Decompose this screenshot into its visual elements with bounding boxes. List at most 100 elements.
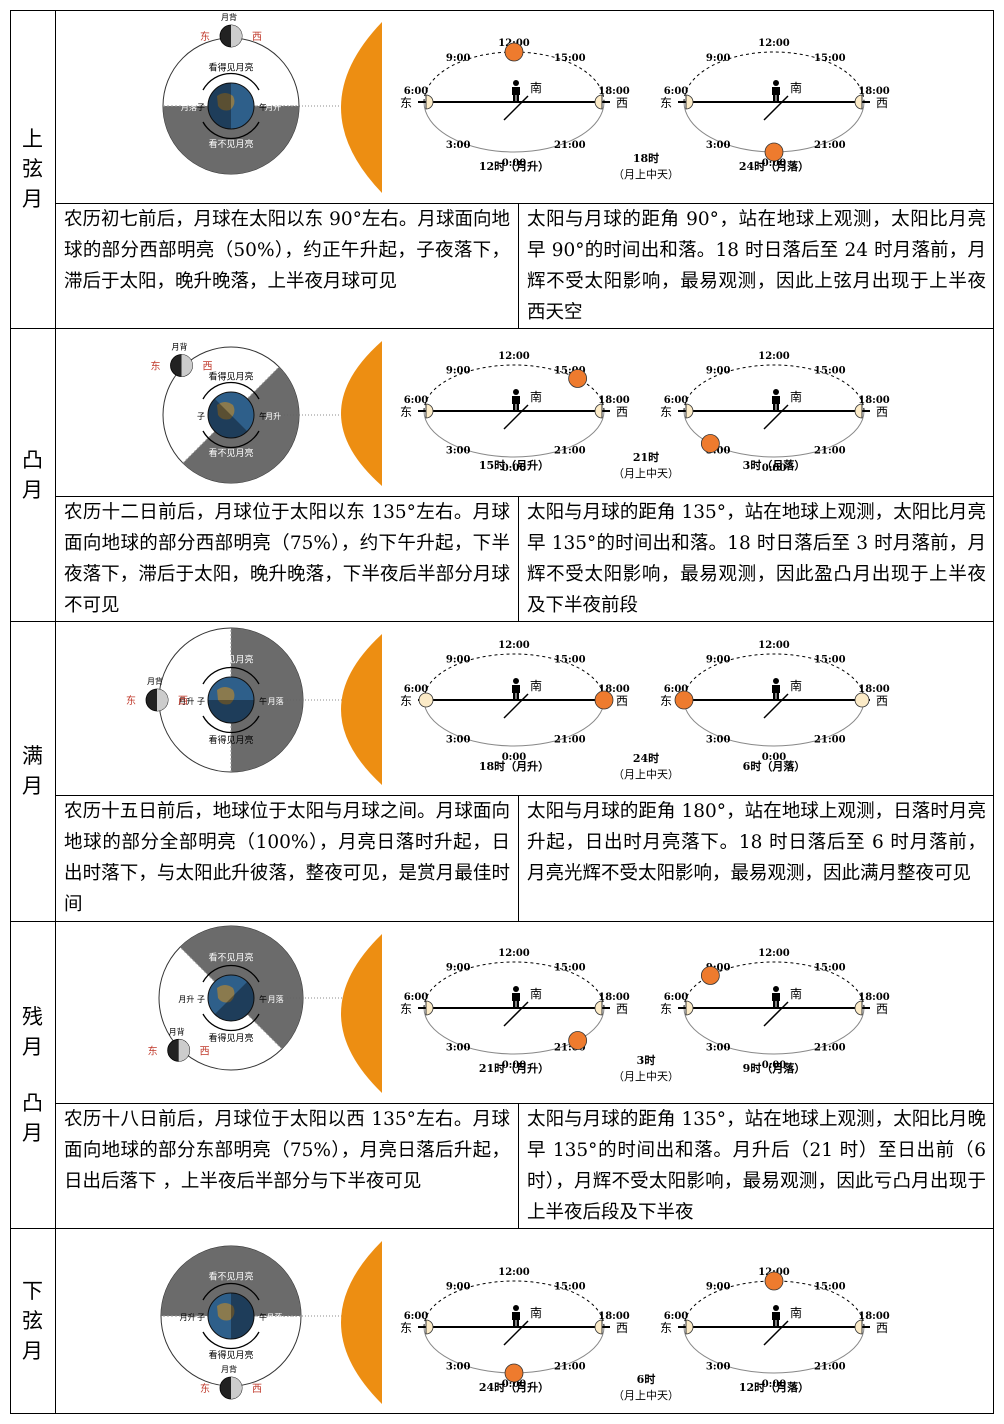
moon-back-label: 月背 (221, 1364, 237, 1374)
visibility-label: 看得见月亮 (208, 1349, 253, 1361)
sky-arc-day (683, 364, 865, 412)
half-moon-marker (425, 94, 434, 110)
time-label: 21:00 (814, 734, 846, 745)
phase-description-right: 太阳与月球的距角 90°，站在地球上观测，太阳比月亮早 90°的时间出和落。18… (527, 209, 986, 323)
observer-leg (516, 404, 519, 411)
visibility-label: 看得见月亮 (208, 1032, 253, 1044)
north-arrow (763, 1320, 789, 1346)
observer-head (513, 986, 519, 992)
time-label: 18:00 (858, 684, 890, 695)
moon-position-marker (568, 369, 588, 388)
observer-leg (773, 693, 776, 700)
time-label: 15:00 (554, 365, 586, 376)
observer-head (773, 678, 779, 684)
moonrise-label: 15时（月升） (479, 458, 549, 472)
sky-arc-night (423, 410, 605, 458)
time-label: 3:00 (446, 1042, 471, 1053)
sky-arc-day (423, 653, 605, 701)
transit-time-label: 3时 (637, 1053, 656, 1067)
moon-west-label: 西 (200, 1046, 210, 1057)
time-label: 6:00 (404, 992, 429, 1003)
moon-west-label: 西 (178, 696, 188, 707)
visibility-label: 看不见月亮 (208, 1271, 253, 1283)
time-label: 15:00 (554, 654, 586, 665)
west-label: 西 (876, 96, 888, 110)
sky-arc-night (683, 410, 865, 458)
earth-night-side (231, 1293, 254, 1339)
observer-leg (776, 1320, 779, 1327)
east-label: 东 (660, 694, 672, 708)
phase-char: 月 (22, 477, 43, 502)
moon-lit-half (181, 354, 193, 377)
moon-west-label: 西 (252, 32, 262, 43)
row-divider (10, 921, 994, 922)
visibility-label: 看不见月亮 (208, 138, 253, 150)
time-label: 15:00 (814, 962, 846, 973)
rotation-arrow (202, 1282, 260, 1301)
visibility-label: 看不见月亮 (208, 952, 253, 964)
time-label: 0:00 (502, 463, 527, 474)
earth-globe-group: 子午看不见月亮看得见月亮月升月落月背东西 (148, 925, 346, 1071)
east-label: 东 (400, 1321, 412, 1335)
half-moon-marker (685, 1000, 694, 1016)
observer-leg (773, 1320, 776, 1327)
horizon-tag: 月落 (181, 411, 197, 421)
earth-globe-group: 子午看不见月亮看得见月亮月升月落月背东西 (160, 1245, 346, 1400)
south-label: 南 (790, 986, 802, 1001)
phase-label-waning-gibbous: 残 月 凸 月 (10, 921, 55, 1228)
phase-label-last-quarter: 下 弦 月 (10, 1228, 55, 1414)
moon-position-marker (700, 966, 720, 985)
south-label: 南 (790, 678, 802, 693)
time-label: 9:00 (706, 962, 731, 973)
rotation-arrow (202, 381, 260, 400)
time-label: 12:00 (498, 351, 530, 362)
north-arrow (503, 1001, 529, 1027)
time-label: 18:00 (858, 992, 890, 1003)
earth-globe-group: 子午看得见月亮看不见月亮月落月升月背东西 (162, 12, 346, 175)
time-label: 12:00 (758, 351, 790, 362)
time-label: 18:00 (598, 395, 630, 406)
south-label: 南 (790, 389, 802, 404)
east-label: 东 (660, 1321, 672, 1335)
half-moon-marker (594, 94, 603, 110)
west-label: 西 (616, 1321, 628, 1335)
time-label: 6:00 (664, 1311, 689, 1322)
transit-label: （月上中天） (613, 1070, 679, 1083)
time-label: 6:00 (404, 1311, 429, 1322)
observer-body (512, 993, 520, 1001)
south-label: 南 (790, 1305, 802, 1320)
time-label: 3:00 (706, 1042, 731, 1053)
north-arrow (763, 95, 789, 121)
time-label: 3:00 (446, 445, 471, 456)
time-label: 0:00 (762, 463, 787, 474)
moon-position-marker (700, 434, 720, 453)
time-label: 9:00 (446, 53, 471, 64)
table-border (10, 10, 994, 1414)
horizon-tag: 月升 (265, 412, 281, 421)
half-moon-marker (425, 1000, 434, 1016)
sky-arc-night (683, 699, 865, 747)
phase-char: 凸 (22, 1090, 43, 1115)
moonset-label: 12时（月落） (739, 1380, 809, 1394)
moonrise-label: 24时（月升） (479, 1380, 549, 1394)
west-label: 西 (876, 1321, 888, 1335)
time-label: 21:00 (814, 1361, 846, 1372)
phase-char: 残 (22, 1004, 43, 1029)
moon-position-marker (504, 42, 524, 62)
time-label: 6:00 (664, 992, 689, 1003)
rotation-arrow (202, 430, 260, 449)
observer-leg (516, 693, 519, 700)
visibility-label: 看得见月亮 (208, 62, 253, 74)
observer-leg (513, 693, 516, 700)
moon-east-label: 东 (151, 360, 161, 373)
half-moon-marker (594, 1000, 603, 1016)
time-label: 0:00 (502, 158, 527, 169)
south-label: 南 (530, 1305, 542, 1320)
transit-label: （月上中天） (613, 467, 679, 480)
half-moon-marker (854, 1000, 863, 1016)
sky-arc-night (423, 101, 605, 153)
observer-head (773, 389, 779, 395)
